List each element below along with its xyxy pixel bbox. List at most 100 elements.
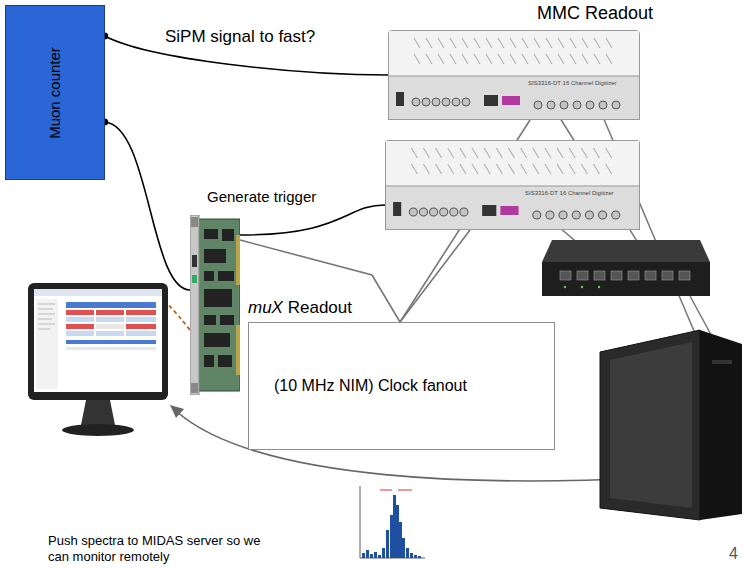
digitizer-illustration-part (521, 164, 527, 174)
network-switch-part-part (581, 286, 583, 288)
monitor-icon-part-part (38, 324, 55, 325)
monitor-icon-part (96, 310, 124, 315)
digitizer-illustration-part (558, 38, 564, 48)
connector-line (105, 122, 190, 290)
signal-connector (240, 240, 400, 322)
vme-board-illustration-part (204, 249, 226, 263)
digitizer-illustration-part (442, 98, 450, 106)
digitizer-illustration-part (572, 211, 580, 219)
digitizer-illustration-part (460, 208, 468, 216)
digitizer-illustration-part (396, 92, 404, 106)
digitizer-illustration-part (534, 101, 542, 109)
network-switch-part-part (594, 271, 605, 280)
digitizer-illustration-part (510, 38, 516, 48)
digitizer-illustration-part (460, 164, 466, 174)
edge-label: SiPM signal to fast? (163, 27, 317, 47)
vme-board-illustration-part (236, 235, 240, 285)
digitizer-illustration-part (559, 211, 567, 219)
network-switch-part-part (560, 271, 571, 280)
digitizer-illustration-part (533, 164, 539, 174)
digitizer-illustration-part (423, 148, 429, 158)
digitizer-unit: MMC ReadoutSIS3316-DT 16 Channel Digitiz… (388, 30, 640, 120)
digitizer-illustration-part (606, 38, 612, 48)
vme-board-illustration-part (192, 275, 197, 283)
digitizer-illustration-part (389, 31, 639, 75)
digitizer-illustration-part (521, 148, 527, 158)
digitizer-illustration-part (484, 164, 490, 174)
monitor-icon-part-part (38, 304, 55, 305)
spectrum-thumbnail-part (398, 490, 412, 491)
digitizer-illustration-part (599, 101, 607, 109)
monitor-icon-part (62, 424, 134, 436)
monitor-icon-part (36, 299, 58, 389)
monitor-icon-part (66, 317, 94, 322)
monitor-icon-part (38, 304, 55, 329)
digitizer-illustration-part (569, 164, 575, 174)
network-switch-part-part (611, 271, 622, 280)
digitizer-illustration-part (393, 202, 401, 216)
digitizer-illustration-part (586, 101, 594, 109)
digitizer-illustration-part (573, 101, 581, 109)
network-switch-part-part (628, 271, 639, 280)
digitizer-illustration-part (545, 148, 551, 158)
digitizer-illustration-part (502, 96, 520, 105)
digitizer-illustration-part (522, 38, 528, 48)
digitizer-illustration-part (570, 54, 576, 64)
spectrum-thumbnail-part-part (393, 495, 396, 558)
digitizer-illustration-part (462, 38, 468, 48)
network-switch-part-part (598, 286, 600, 288)
spectrum-thumbnail-part (380, 490, 392, 491)
spectrum-thumbnail-part-part (370, 554, 373, 558)
network-switch-part-part (679, 271, 690, 280)
text-fragment: muX (248, 298, 283, 317)
spectrum-thumbnail-part-part (399, 522, 402, 558)
vme-board-illustration-part (191, 383, 198, 393)
monitor-icon-part (66, 340, 156, 344)
digitizer-illustration-part (585, 211, 593, 219)
vme-board-illustration-part (192, 255, 197, 267)
digitizer-illustration-part (484, 148, 490, 158)
digitizer-illustration-part (593, 148, 599, 158)
digitizer-illustration-part (484, 95, 498, 106)
pc-tower-part (700, 330, 742, 520)
digitizer-illustration-part (450, 208, 458, 216)
connector-line (400, 230, 470, 322)
text-label: Muon counter (46, 47, 64, 139)
spectrum-thumbnail-part (362, 495, 421, 558)
signal-connector (101, 119, 190, 291)
digitizer-illustration-part (606, 148, 612, 158)
digitizer-illustration-part (560, 101, 568, 109)
digitizer-illustration-part (448, 148, 454, 158)
text-label: (10 MHz NIM) Clock fanout (274, 376, 467, 395)
digitizer-illustration-part (462, 54, 468, 64)
digitizer-illustration-part (606, 164, 612, 174)
vme-board-illustration-part (190, 215, 199, 395)
digitizer-illustration-part (533, 211, 541, 219)
network-switch-part (564, 286, 600, 288)
spectrum-thumbnail-part-part (418, 556, 421, 558)
spectrum-thumbnail-part-part (406, 548, 409, 558)
digitizer-illustration-part (599, 211, 607, 219)
digitizer-illustration-part (422, 98, 430, 106)
push-arrow-part (170, 405, 184, 418)
digitizer-illustration-part (472, 164, 478, 174)
monitor-icon-part-part (38, 314, 55, 315)
monitor-icon-part (66, 302, 156, 308)
digitizer-illustration-part (389, 31, 640, 120)
digitizer-illustration-part (474, 54, 480, 64)
digitizer-illustration-part (570, 38, 576, 48)
spectrum-thumbnail-part-part (366, 550, 369, 558)
signal-connector (240, 205, 385, 235)
digitizer-illustration-part (606, 54, 612, 64)
digitizer-illustration-part (582, 54, 588, 64)
text-label: MMC Readout (537, 3, 653, 25)
vme-board-illustration-part (204, 315, 216, 325)
digitizer-illustration-part (419, 208, 427, 216)
digitizer-illustration-part (500, 206, 518, 215)
spectrum-thumbnail-part-part (402, 538, 405, 558)
monitor-icon-part (126, 324, 156, 329)
monitor-icon-part (34, 289, 162, 392)
digitizer-illustration-part (386, 141, 640, 230)
digitizer-illustration-part (386, 141, 639, 185)
